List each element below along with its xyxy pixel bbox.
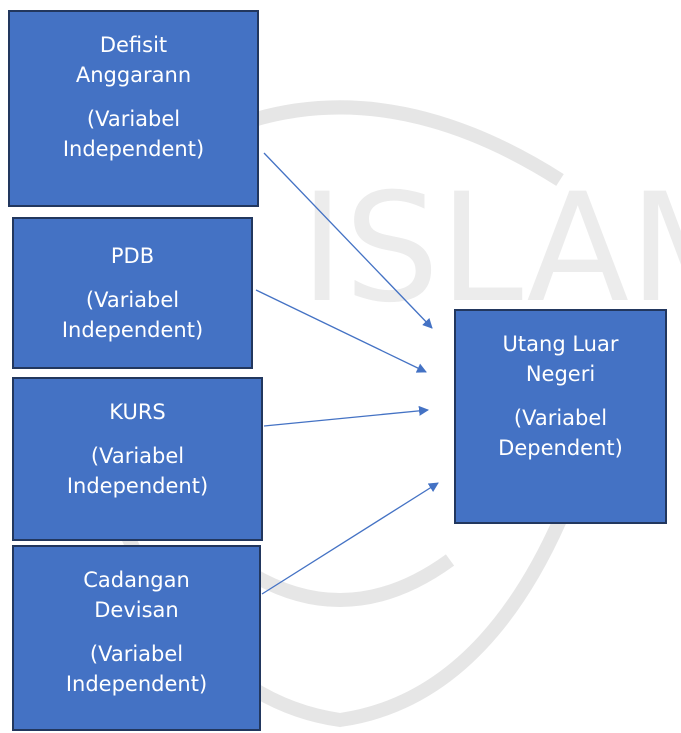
arrow-cadangan-to-utang [261,482,439,595]
node-note-line: (Variabel [89,642,184,666]
arrow-pdb-to-utang [255,289,427,373]
node-note-line: (Variabel [85,288,180,312]
node-title: Utang Luar Negeri [456,329,665,389]
node-note-line: (Variabel [513,406,608,430]
node-title: Cadangan Devisan [14,565,259,625]
node-title-line: Devisan [94,598,179,622]
node-note-line: Independent) [61,318,204,342]
arrow-defisit-to-utang [263,152,433,329]
node-note-line: Independent) [62,137,205,161]
node-title: PDB [14,241,251,271]
node-title-line: KURS [109,400,166,424]
node-note: (Variabel Independent) [10,104,257,164]
node-title-line: PDB [110,244,155,268]
node-pdb: PDB (Variabel Independent) [12,217,253,369]
node-title-line: Utang Luar [502,332,619,356]
node-title-line: Defisit [99,33,168,57]
node-cadangan-devisan: Cadangan Devisan (Variabel Independent) [12,545,261,731]
node-note-line: (Variabel [86,107,181,131]
node-title-line: Anggarann [75,63,192,87]
node-title: Defisit Anggarann [10,30,257,90]
node-note: (Variabel Dependent) [456,403,665,463]
node-defisit-anggaran: Defisit Anggarann (Variabel Independent) [8,10,259,207]
node-note-line: Independent) [65,672,208,696]
node-note: (Variabel Independent) [14,639,259,699]
node-title-line: Cadangan [83,568,190,592]
node-note: (Variabel Independent) [14,441,261,501]
node-note: (Variabel Independent) [14,285,251,345]
node-note-line: Independent) [66,474,209,498]
node-kurs: KURS (Variabel Independent) [12,377,263,541]
node-utang-luar-negeri: Utang Luar Negeri (Variabel Dependent) [454,309,667,524]
arrow-kurs-to-utang [263,405,429,427]
node-note-line: Dependent) [498,436,623,460]
watermark-text: ISLAM [300,162,681,336]
node-note-line: (Variabel [90,444,185,468]
node-title-line: Negeri [525,362,596,386]
node-title: KURS [14,397,261,427]
